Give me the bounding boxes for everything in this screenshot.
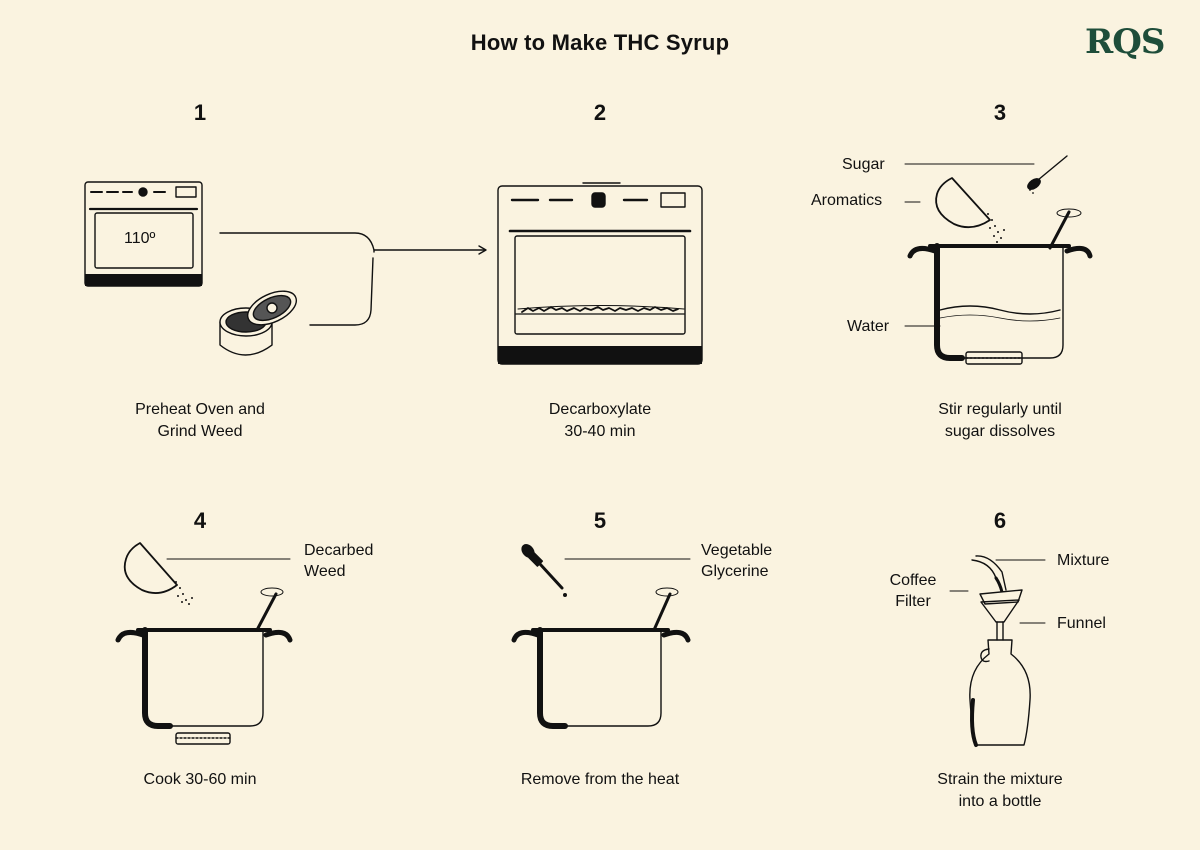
- step-3-number: 3: [993, 100, 1007, 125]
- step-5-number: 5: [593, 508, 607, 533]
- vegetable-glycerine-label: Vegetable Glycerine: [701, 542, 773, 580]
- stirring-spoon-icon: [1048, 208, 1082, 250]
- step-4-number: 4: [193, 508, 207, 533]
- aromatics-label: Aromatics: [811, 192, 883, 209]
- weed-scoop-icon: [123, 542, 193, 605]
- step-4-caption: Cook 30-60 min: [143, 771, 257, 788]
- step-1-number: 1: [193, 100, 207, 125]
- aromatics-icon: [935, 177, 1005, 243]
- step-3-caption: Stir regularly until sugar dissolves: [938, 401, 1062, 440]
- dropper-icon: [521, 544, 568, 598]
- step-6-number: 6: [993, 508, 1007, 533]
- step-2-caption: Decarboxylate 30-40 min: [548, 401, 652, 440]
- grinder-icon: [219, 290, 297, 356]
- page-title: How to Make THC Syrup: [470, 30, 730, 55]
- pot-icon: [115, 587, 293, 745]
- rqs-logo: RQS: [1085, 22, 1165, 62]
- step-2-number: 2: [593, 100, 607, 125]
- oven-temperature: 110º: [124, 230, 156, 247]
- funnel-label: Funnel: [1057, 615, 1106, 632]
- spoon-icon: [1027, 155, 1068, 190]
- funnel-icon: [980, 599, 1020, 641]
- sugar-label: Sugar: [842, 156, 885, 173]
- step-1-caption: Preheat Oven and Grind Weed: [135, 401, 265, 440]
- flow-arrow: [219, 232, 487, 326]
- step-6-caption: Strain the mixture into a bottle: [937, 771, 1063, 810]
- small-oven-icon: [84, 181, 203, 287]
- bottle-icon: [969, 639, 1031, 747]
- pot-icon: [511, 587, 691, 729]
- decarbed-weed-label: Decarbed Weed: [304, 542, 374, 580]
- large-oven-icon: [497, 182, 703, 365]
- mixture-label: Mixture: [1057, 552, 1110, 569]
- coffee-filter-label: Coffee Filter: [889, 572, 937, 610]
- step-5-caption: Remove from the heat: [520, 771, 680, 788]
- mixture-pour-icon: [971, 555, 1007, 594]
- pot-icon: [907, 243, 1093, 365]
- water-label: Water: [847, 318, 890, 335]
- sugar-grains: [1029, 189, 1034, 194]
